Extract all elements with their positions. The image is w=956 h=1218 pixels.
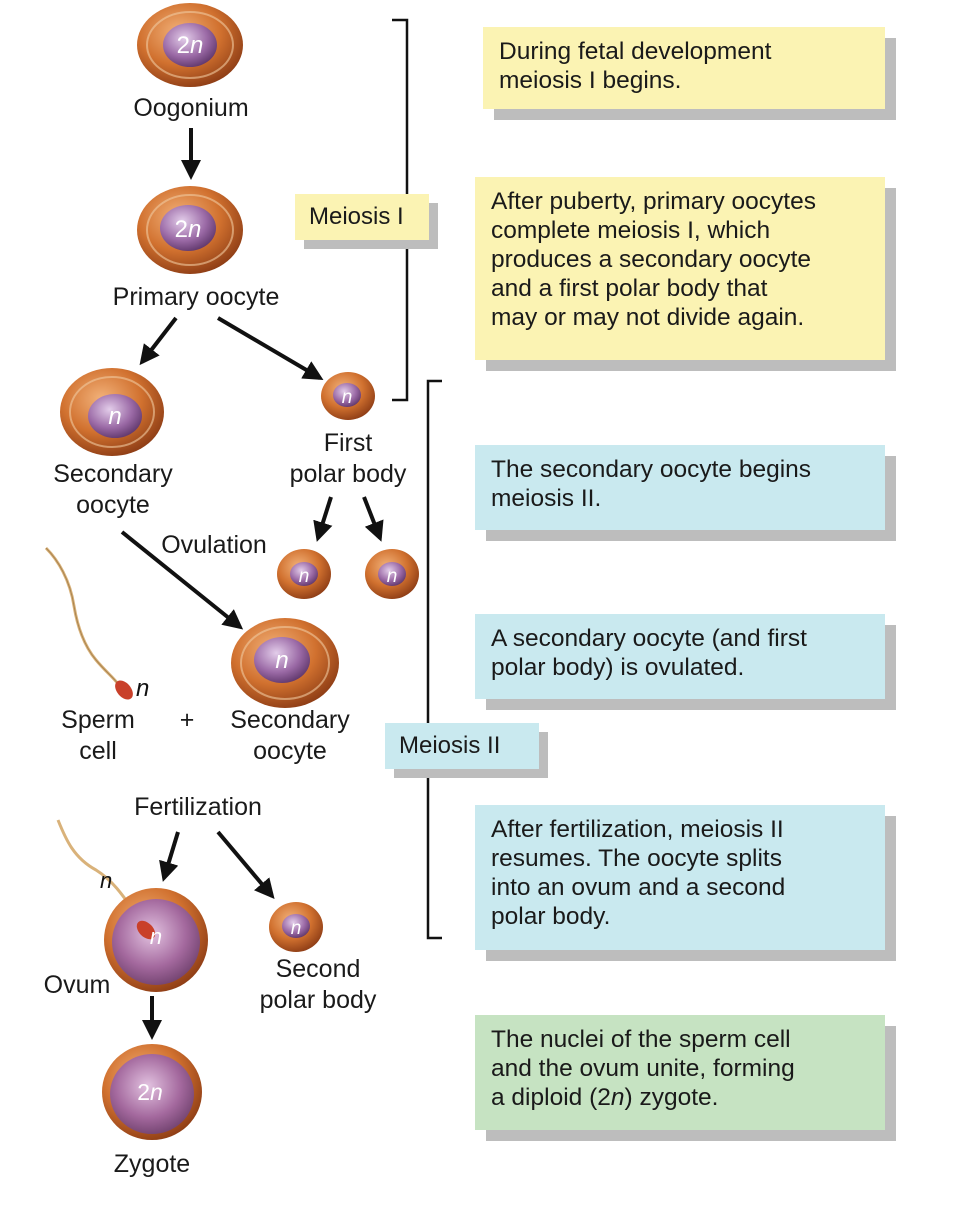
first-polar-body-cell: n bbox=[321, 372, 375, 420]
meiosis-2-bracket bbox=[426, 379, 442, 940]
arrow-primary-to-first-polar bbox=[216, 316, 324, 381]
first-polar-body-ploidy: n bbox=[342, 387, 353, 408]
primary-oocyte-ploidy: 2n bbox=[175, 216, 202, 243]
arrow-polar-division-a bbox=[313, 496, 333, 542]
polar-body-a-ploidy: n bbox=[299, 566, 310, 587]
ovulation-label: Ovulation bbox=[161, 531, 267, 559]
arrow-fertilization-to-second-polar bbox=[216, 830, 275, 900]
ovulated-oocyte-ploidy: n bbox=[275, 647, 288, 674]
note-after-fertilization: After fertilization, meiosis II resumes.… bbox=[475, 805, 885, 950]
note-fetal-development: During fetal development meiosis I begin… bbox=[483, 27, 885, 109]
ovulated-secondary-oocyte-cell: n bbox=[231, 618, 339, 708]
secondary-oocyte-cell: n bbox=[60, 368, 164, 456]
plus-sign: + bbox=[179, 706, 195, 734]
ovum-label: Ovum bbox=[43, 971, 111, 999]
zygote-cell: 2n bbox=[102, 1044, 202, 1140]
meiosis-1-tag: Meiosis I bbox=[295, 194, 429, 240]
oogonium-label: Oogonium bbox=[133, 94, 249, 122]
secondary-oocyte-label: Secondary oocyte bbox=[53, 460, 173, 519]
sperm-cell: n bbox=[44, 546, 149, 702]
second-polar-body-label: Second polar body bbox=[259, 955, 377, 1014]
primary-oocyte-cell: 2n bbox=[137, 186, 243, 274]
polar-body-a-cell: n bbox=[277, 549, 331, 599]
oogonium-cell: 2n bbox=[137, 3, 243, 87]
ovum-ploidy: n bbox=[150, 924, 162, 949]
fertilization-label: Fertilization bbox=[134, 793, 262, 821]
polar-body-b-ploidy: n bbox=[387, 566, 398, 587]
sperm-in-ovum-ploidy: n bbox=[100, 868, 112, 893]
note-after-puberty: After puberty, primary oocytes complete … bbox=[475, 177, 885, 360]
note-ovulation: A secondary oocyte (and first polar body… bbox=[475, 614, 885, 699]
sperm-ploidy: n bbox=[136, 675, 149, 702]
zygote-label: Zygote bbox=[113, 1150, 191, 1178]
arrow-primary-to-secondary bbox=[139, 316, 178, 366]
note-zygote: The nuclei of the sperm cell and the ovu… bbox=[475, 1015, 885, 1130]
polar-body-b-cell: n bbox=[365, 549, 419, 599]
arrow-polar-division-b bbox=[362, 496, 384, 542]
note-meiosis-2-begins: The secondary oocyte begins meiosis II. bbox=[475, 445, 885, 530]
arrow-fertilization-to-ovum bbox=[159, 831, 180, 882]
second-polar-body-cell: n bbox=[269, 902, 323, 952]
arrow-ovulation bbox=[120, 530, 244, 630]
note-zygote-text-italic: n bbox=[610, 1084, 625, 1111]
ovum-cell: n n bbox=[56, 819, 208, 992]
note-zygote-text-before: The nuclei of the sperm cell and the ovu… bbox=[491, 1026, 795, 1111]
secondary-oocyte-ploidy: n bbox=[108, 403, 121, 430]
note-zygote-text-after: ) zygote. bbox=[624, 1084, 719, 1111]
ovulated-secondary-oocyte-label: Secondary oocyte bbox=[230, 706, 350, 765]
zygote-ploidy: 2n bbox=[137, 1079, 163, 1105]
oogonium-ploidy: 2n bbox=[177, 32, 204, 59]
first-polar-body-label: First polar body bbox=[289, 429, 407, 488]
primary-oocyte-label: Primary oocyte bbox=[112, 283, 280, 311]
second-polar-body-ploidy: n bbox=[291, 918, 302, 939]
sperm-cell-label: Sperm cell bbox=[61, 706, 135, 765]
meiosis-2-tag: Meiosis II bbox=[385, 723, 539, 769]
